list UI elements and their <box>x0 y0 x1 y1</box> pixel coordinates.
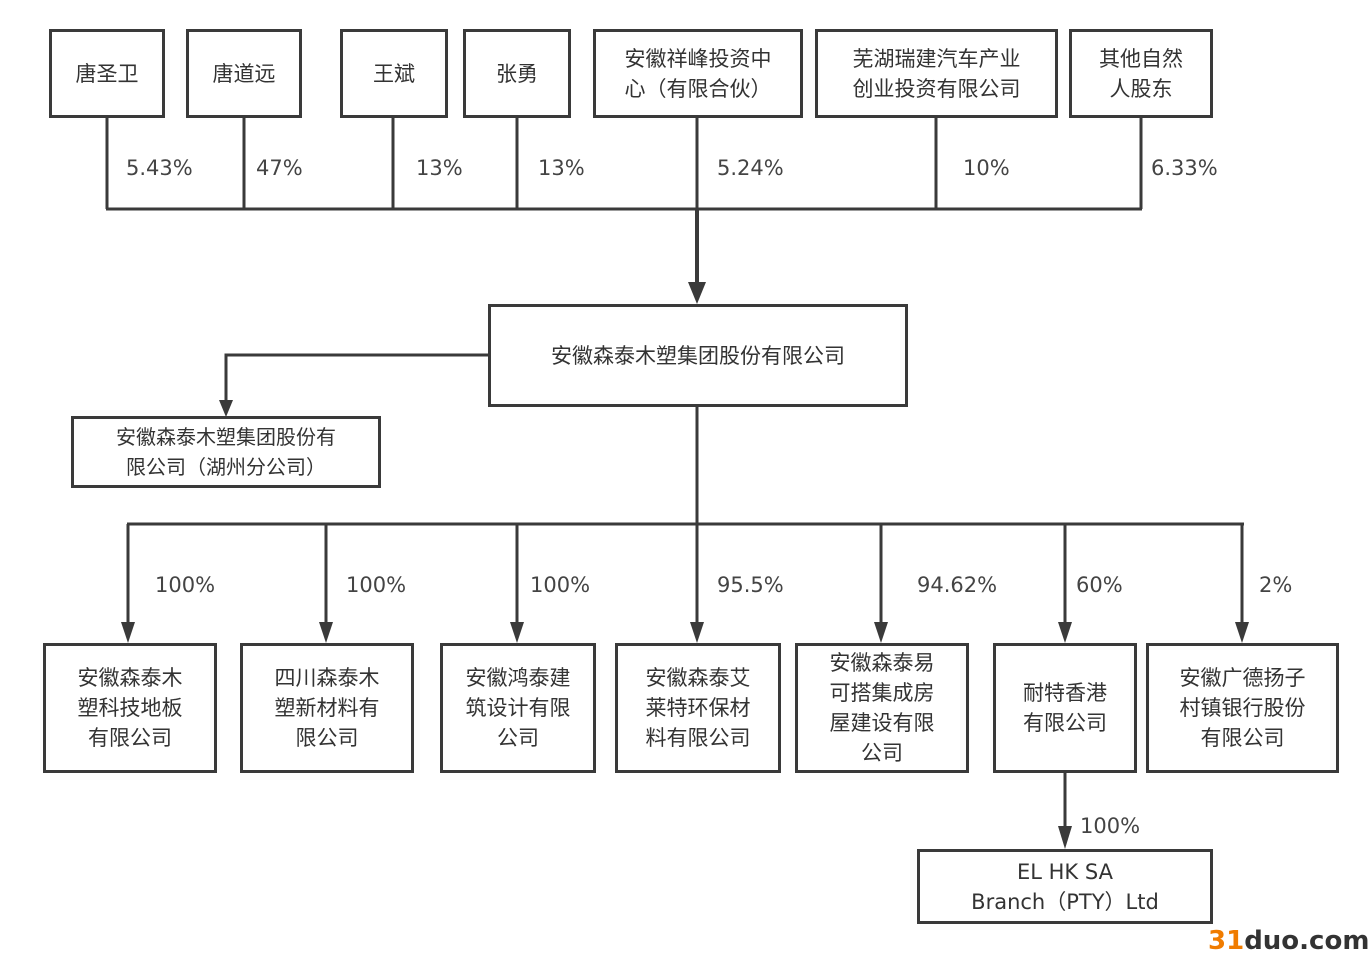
shareholder-share-1: 5.43% <box>126 156 193 180</box>
sub-subsidiary-share: 100% <box>1080 814 1141 838</box>
shareholder-box-5: 安徽祥峰投资中 心（有限合伙） <box>593 29 803 118</box>
shareholder-box-4: 张勇 <box>463 29 571 118</box>
subsidiary-share-6: 60% <box>1076 573 1123 597</box>
subsidiary-box-2: 四川森泰木 塑新材料有 限公司 <box>240 643 414 773</box>
shareholder-share-4: 13% <box>538 156 585 180</box>
subsidiary-share-2: 100% <box>346 573 407 597</box>
watermark-number: 31 <box>1208 926 1245 956</box>
subsidiary-share-3: 100% <box>530 573 591 597</box>
watermark-logo: 31duo.com <box>1208 926 1369 956</box>
shareholder-box-7: 其他自然 人股东 <box>1069 29 1213 118</box>
watermark-domain: duo.com <box>1244 926 1370 956</box>
subsidiary-box-3: 安徽鸿泰建 筑设计有限 公司 <box>440 643 596 773</box>
shareholder-box-1: 唐圣卫 <box>49 29 165 118</box>
shareholder-share-3: 13% <box>416 156 463 180</box>
shareholder-share-7: 6.33% <box>1151 156 1218 180</box>
branch-company-box: 安徽森泰木塑集团股份有 限公司（湖州分公司） <box>71 416 381 488</box>
shareholder-share-5: 5.24% <box>717 156 784 180</box>
shareholder-box-6: 芜湖瑞建汽车产业 创业投资有限公司 <box>815 29 1058 118</box>
subsidiary-box-6: 耐特香港 有限公司 <box>993 643 1137 773</box>
subsidiary-box-1: 安徽森泰木 塑科技地板 有限公司 <box>43 643 217 773</box>
main-company-box: 安徽森泰木塑集团股份有限公司 <box>488 304 908 407</box>
subsidiary-box-7: 安徽广德扬子 村镇银行股份 有限公司 <box>1146 643 1339 773</box>
shareholder-share-6: 10% <box>963 156 1010 180</box>
shareholder-box-3: 王斌 <box>340 29 448 118</box>
shareholder-share-2: 47% <box>256 156 303 180</box>
subsidiary-box-4: 安徽森泰艾 莱特环保材 料有限公司 <box>615 643 781 773</box>
subsidiary-share-1: 100% <box>155 573 216 597</box>
sub-subsidiary-box: EL HK SA Branch（PTY）Ltd <box>917 849 1213 924</box>
subsidiary-share-7: 2% <box>1259 573 1293 597</box>
subsidiary-box-5: 安徽森泰易 可搭集成房 屋建设有限 公司 <box>795 643 969 773</box>
subsidiary-share-4: 95.5% <box>717 573 784 597</box>
subsidiary-share-5: 94.62% <box>917 573 998 597</box>
shareholder-box-2: 唐道远 <box>186 29 302 118</box>
